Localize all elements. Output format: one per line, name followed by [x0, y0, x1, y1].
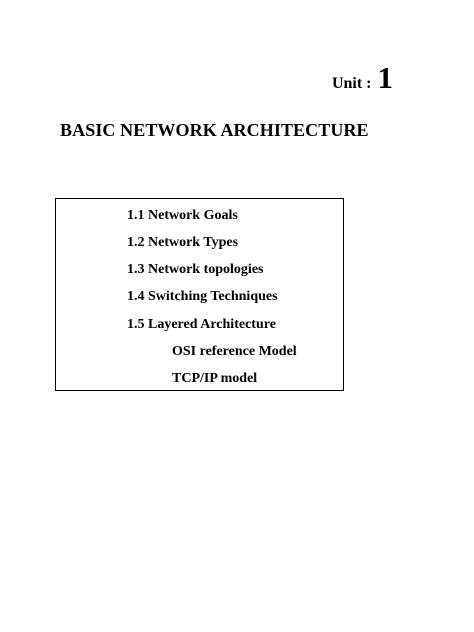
contents-item-network-goals: 1.1 Network Goals — [127, 208, 238, 223]
contents-item-network-topologies: 1.3 Network topologies — [127, 262, 264, 277]
contents-subitem-osi-model: OSI reference Model — [172, 344, 297, 359]
chapter-title: BASIC NETWORK ARCHITECTURE — [60, 120, 369, 140]
unit-label: Unit : — [331, 75, 372, 92]
contents-item-layered-architecture: 1.5 Layered Architecture — [127, 317, 276, 332]
contents-item-network-types: 1.2 Network Types — [127, 235, 239, 250]
contents-item-switching-techniques: 1.4 Switching Techniques — [127, 289, 278, 304]
contents-subitem-tcpip-model: TCP/IP model — [172, 371, 258, 386]
unit-number: 1 — [377, 60, 394, 95]
contents-box: 1.1 Network Goals 1.2 Network Types 1.3 … — [55, 198, 344, 391]
unit-heading: Unit : 1 — [332, 60, 393, 96]
